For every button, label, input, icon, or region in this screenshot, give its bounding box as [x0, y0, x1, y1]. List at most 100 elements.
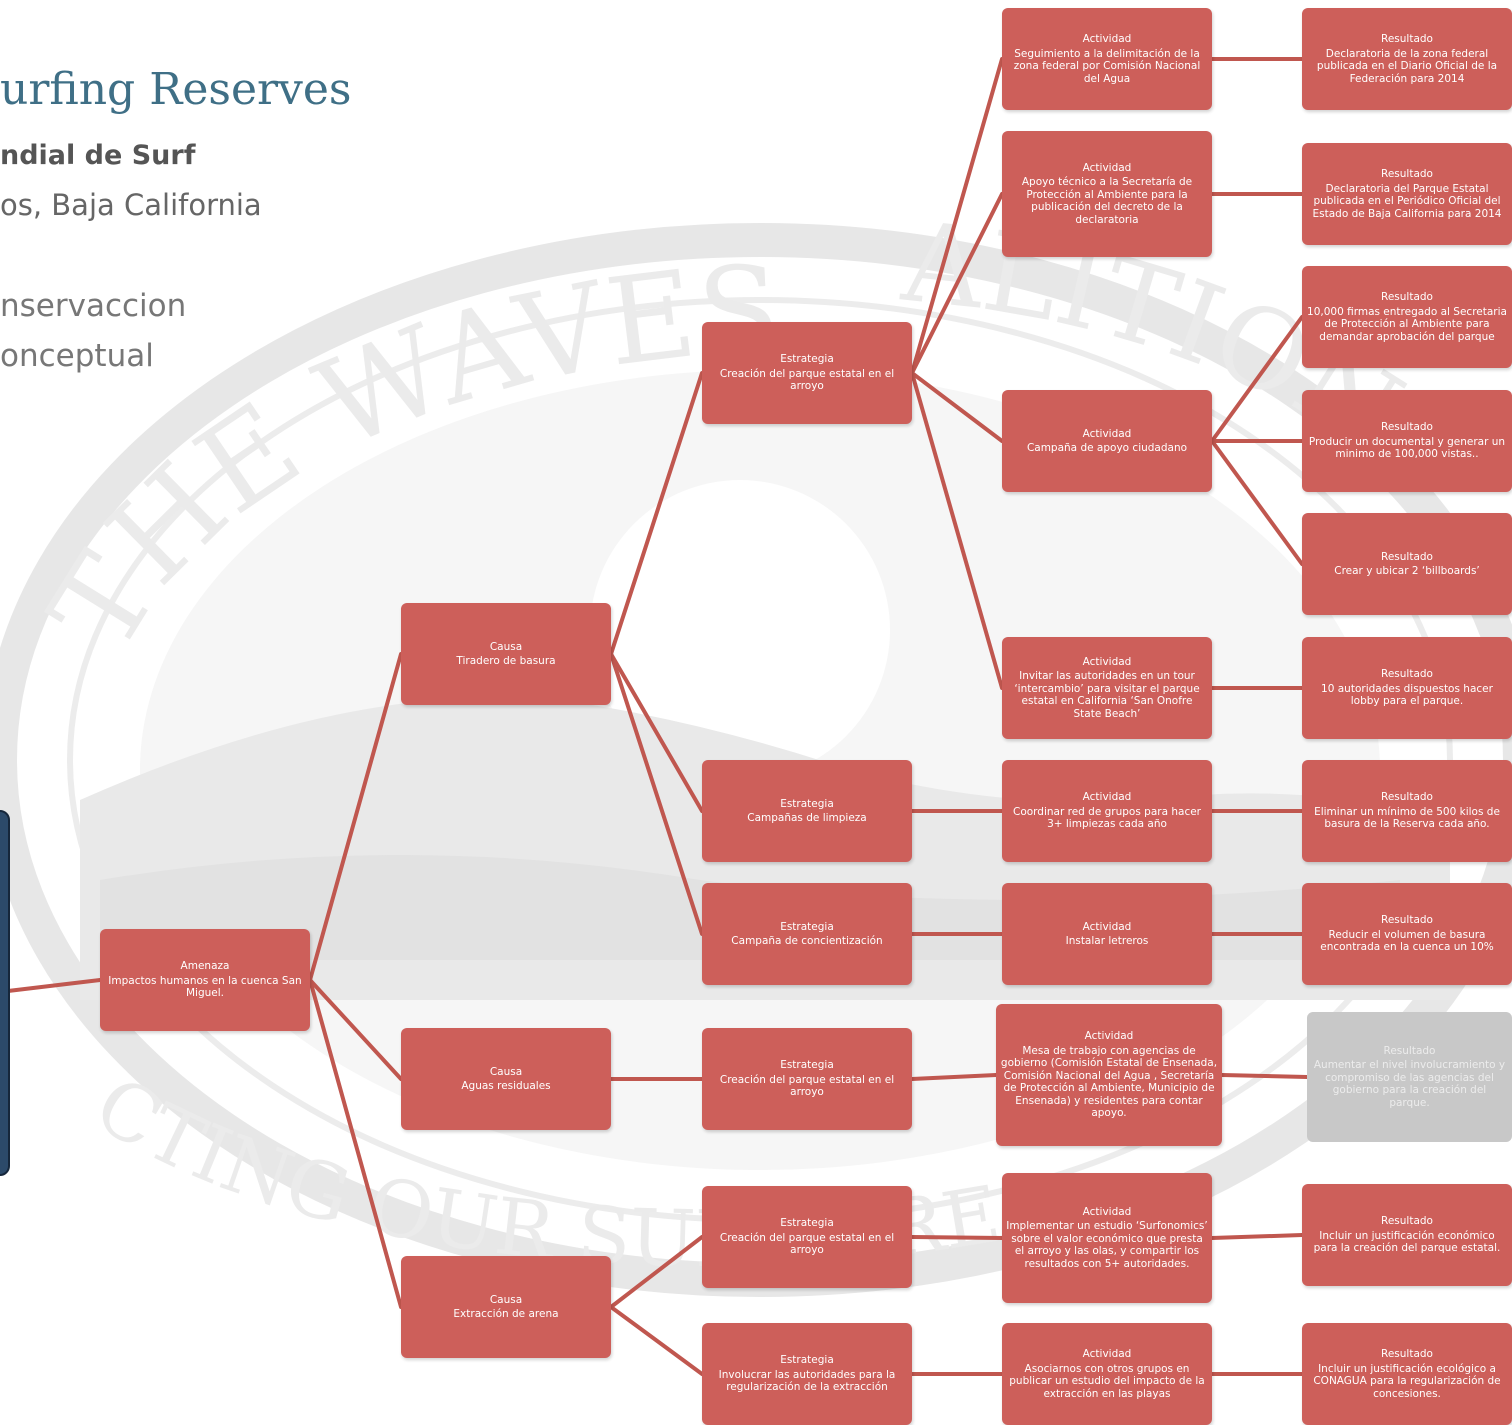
node-text: Tiradero de basura [456, 655, 556, 667]
node-type-label: Actividad [1082, 791, 1132, 804]
root-panel [0, 810, 10, 1176]
connector-act3-res5 [1210, 439, 1304, 566]
node-text: Instalar letreros [1065, 935, 1149, 947]
node-type-label: Estrategia [780, 353, 834, 366]
connector-est1-act3 [910, 371, 1004, 443]
node-type-label: Actividad [1082, 33, 1132, 45]
node-text: Crear y ubicar 2 ‘billboards’ [1334, 565, 1480, 577]
node-text: Producir un documental y generar un mini… [1308, 435, 1506, 461]
connector-causa3-est6 [609, 1305, 704, 1376]
node-text: Creación del parque estatal en el arroyo [719, 367, 895, 393]
node-text: Invitar las autoridades en un tour ‘inte… [1014, 670, 1200, 720]
node-text: 10 autoridades dispuestos hacer lobby pa… [1321, 682, 1493, 708]
node-type-label: Actividad [1082, 1348, 1132, 1360]
node-type-label: Resultado [1381, 1348, 1433, 1360]
node-type-label: Actividad [1082, 1205, 1132, 1218]
node-text: Impactos humanos en la cuenca San Miguel… [108, 974, 302, 1000]
node-type-label: Amenaza [180, 960, 230, 973]
node-text: Declaratoria del Parque Estatal publicad… [1312, 182, 1502, 220]
node-text: Campañas de limpieza [747, 812, 867, 824]
connector-est4-act7 [910, 1073, 998, 1081]
node-text: Campaña de concientización [731, 935, 883, 947]
node-type-label: Estrategia [780, 1354, 834, 1367]
node-text: Extracción de arena [453, 1308, 559, 1320]
connector-act8-res10 [1210, 1233, 1304, 1240]
node-text: Involucrar las autoridades para la regul… [718, 1368, 896, 1394]
connector-causa1-est3 [609, 652, 704, 936]
connector-est1-act2 [910, 192, 1004, 375]
connector-causa1-est2 [609, 652, 704, 813]
node-type-label: Causa [489, 1065, 523, 1078]
connector-panel-amenaza [6, 978, 102, 993]
connector-amenaza-causa2 [308, 978, 403, 1081]
node-resultado-res3: Resultado 10,000 firmas entregado al Secr… [1302, 266, 1512, 368]
node-type-label: Actividad [1084, 1030, 1134, 1043]
node-type-label: Estrategia [780, 1217, 834, 1230]
node-text: Asociarnos con otros grupos en publicar … [1009, 1362, 1205, 1400]
connector-causa1-est1 [609, 371, 704, 656]
node-type-label: Resultado [1381, 291, 1433, 303]
node-type-label: Actividad [1082, 920, 1132, 933]
node-text: Seguimiento a la delimitación de la zona… [1013, 47, 1201, 85]
header-line-2: onceptual [0, 338, 154, 374]
connector-act7-res9 [1220, 1073, 1309, 1079]
node-type-label: Actividad [1082, 427, 1132, 440]
connector-est1-act4 [910, 371, 1004, 690]
node-type-label: Resultado [1381, 791, 1433, 804]
node-type-label: Resultado [1381, 668, 1433, 681]
node-text: 10,000 firmas entregado al Secretaria de… [1307, 305, 1507, 343]
header-title: urfing Reserves [0, 64, 352, 115]
node-type-label: Resultado [1381, 914, 1433, 927]
node-text: Coordinar red de grupos para hacer 3+ li… [1012, 805, 1201, 831]
node-type-label: Resultado [1381, 550, 1433, 563]
node-text: Creación del parque estatal en el arroyo [719, 1073, 895, 1099]
node-text: Mesa de trabajo con agencias de gobierno… [1000, 1044, 1218, 1120]
header-location: os, Baja California [0, 188, 262, 222]
node-text: Reducir el volumen de basura encontrada … [1320, 928, 1494, 954]
node-text: Incluir un justificación económico para … [1313, 1229, 1501, 1255]
node-type-label: Resultado [1381, 33, 1433, 45]
node-type-label: Resultado [1381, 421, 1433, 434]
node-type-label: Causa [489, 1293, 523, 1306]
node-text: Implementar un estudio ‘Surfonomics’ sob… [1006, 1220, 1208, 1270]
node-text: Apoyo técnico a la Secretaría de Protecc… [1021, 176, 1193, 226]
node-type-label: Estrategia [780, 797, 834, 810]
connector-causa3-est5 [609, 1235, 704, 1309]
connector-amenaza-causa1 [308, 652, 403, 982]
node-type-label: Resultado [1381, 1215, 1433, 1228]
connector-est1-act1 [910, 57, 1004, 375]
node-type-label: Resultado [1381, 168, 1433, 180]
node-type-label: Estrategia [780, 920, 834, 933]
connector-est5-act8 [910, 1235, 1004, 1240]
node-type-label: Actividad [1082, 655, 1132, 668]
connector-amenaza-causa3 [308, 978, 403, 1309]
node-type-label: Resultado [1383, 1044, 1436, 1057]
node-text: Eliminar un mínimo de 500 kilos de basur… [1314, 805, 1500, 831]
